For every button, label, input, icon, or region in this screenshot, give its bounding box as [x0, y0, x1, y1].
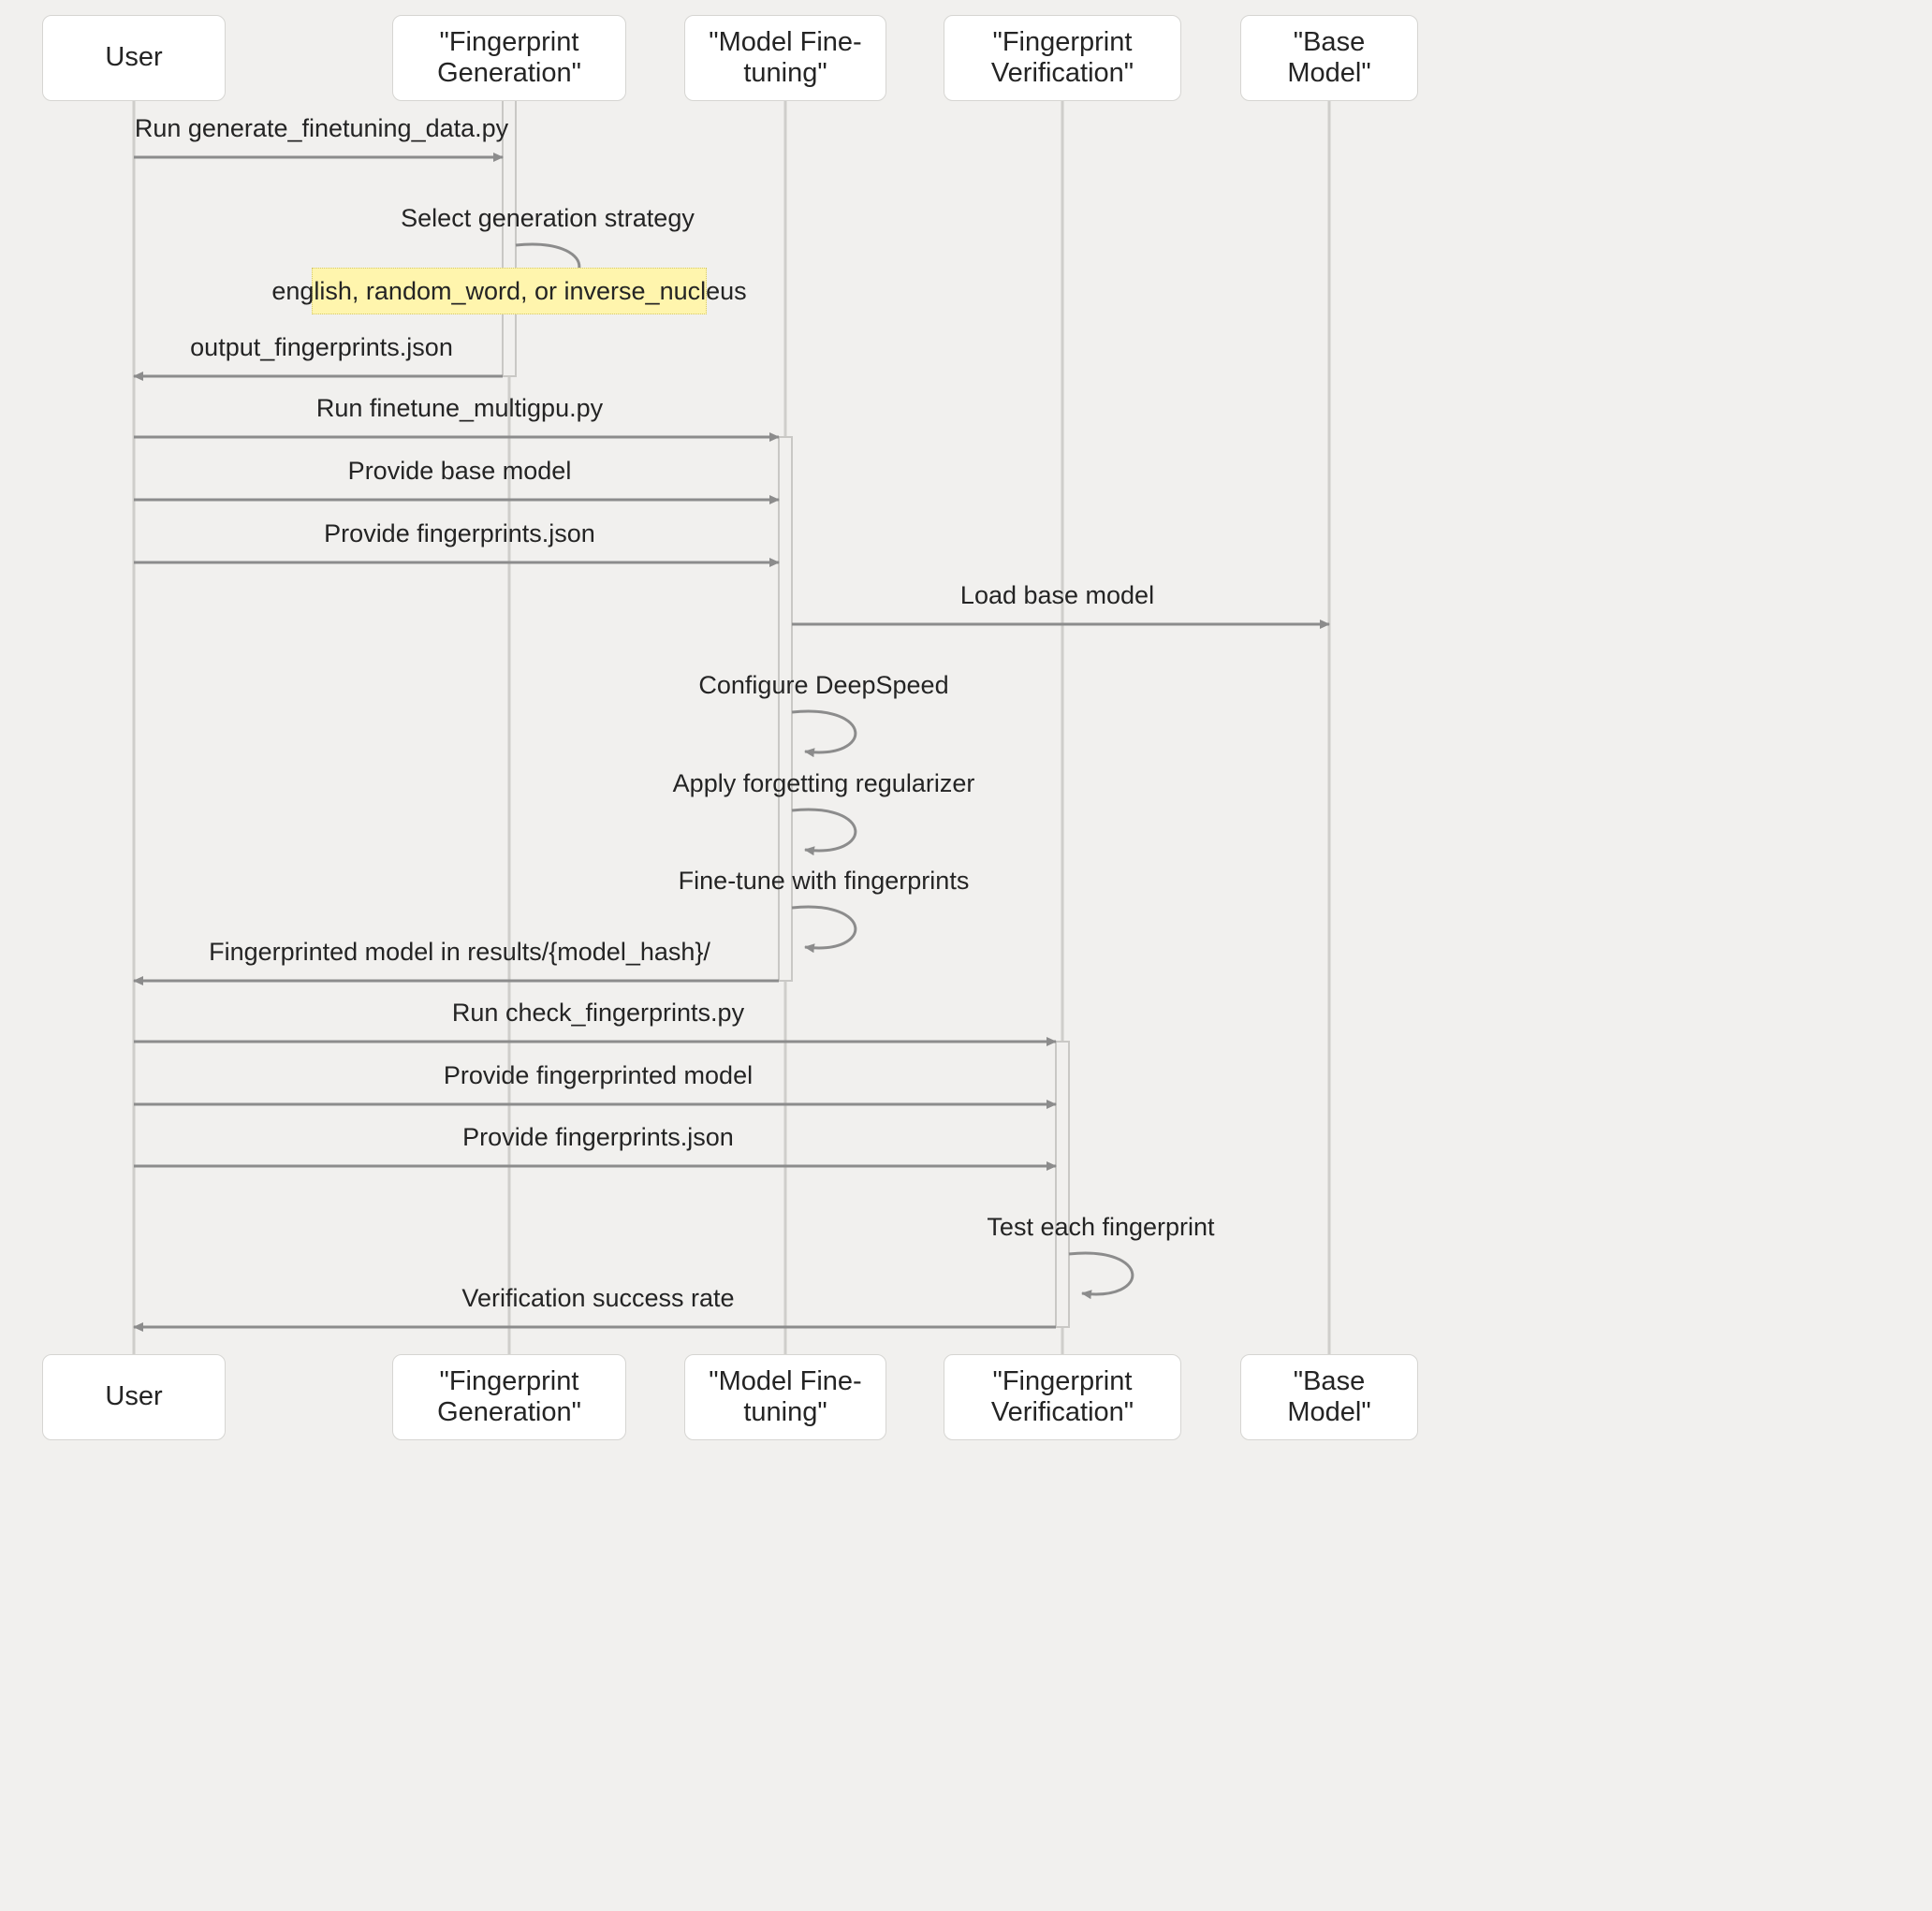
participant-user-bottom[interactable]: User	[42, 1354, 226, 1440]
activation-bars-group	[502, 93, 1070, 1328]
participant-verification-bottom[interactable]: "Fingerprint Verification"	[944, 1354, 1181, 1440]
message-label-5: Provide base model	[347, 457, 572, 485]
participant-finetuning-bottom[interactable]: "Model Fine-tuning"	[684, 1354, 886, 1440]
participant-generation-top[interactable]: "Fingerprint Generation"	[392, 15, 626, 101]
message-label-4: Run finetune_multigpu.py	[315, 394, 604, 422]
activation-bar-verification	[1055, 1041, 1070, 1328]
message-label-2: Select generation strategy	[401, 204, 695, 232]
message-label-16: Verification success rate	[461, 1284, 735, 1312]
message-label-11: Fingerprinted model in results/{model_ha…	[209, 938, 710, 966]
message-label-8: Configure DeepSpeed	[698, 671, 949, 699]
participant-verification-top[interactable]: "Fingerprint Verification"	[944, 15, 1181, 101]
message-label-13: Provide fingerprinted model	[443, 1061, 754, 1089]
self-message-arrow-10	[791, 905, 857, 954]
message-label-3: output_fingerprints.json	[190, 333, 453, 361]
participant-user-top[interactable]: User	[42, 15, 226, 101]
self-message-arrow-15	[1068, 1251, 1134, 1300]
self-message-arrow-8	[791, 709, 857, 758]
message-label-7: Load base model	[959, 581, 1155, 609]
message-label-15: Test each fingerprint	[987, 1213, 1215, 1241]
message-label-10: Fine-tune with fingerprints	[678, 867, 970, 895]
message-label-12: Run check_fingerprints.py	[451, 999, 745, 1027]
self-message-arrow-9	[791, 808, 857, 856]
note-1: english, random_word, or inverse_nucleus	[271, 268, 747, 314]
participant-basemodel-top[interactable]: "Base Model"	[1240, 15, 1418, 101]
activation-bar-finetuning	[778, 436, 793, 982]
message-label-1: Run generate_finetuning_data.py	[134, 114, 509, 142]
message-label-14: Provide fingerprints.json	[462, 1123, 734, 1151]
message-label-6: Provide fingerprints.json	[324, 519, 595, 547]
participant-generation-bottom[interactable]: "Fingerprint Generation"	[392, 1354, 626, 1440]
message-arrows-group	[133, 153, 1330, 1332]
message-label-9: Apply forgetting regularizer	[672, 769, 975, 797]
participant-basemodel-bottom[interactable]: "Base Model"	[1240, 1354, 1418, 1440]
participant-finetuning-top[interactable]: "Model Fine-tuning"	[684, 15, 886, 101]
